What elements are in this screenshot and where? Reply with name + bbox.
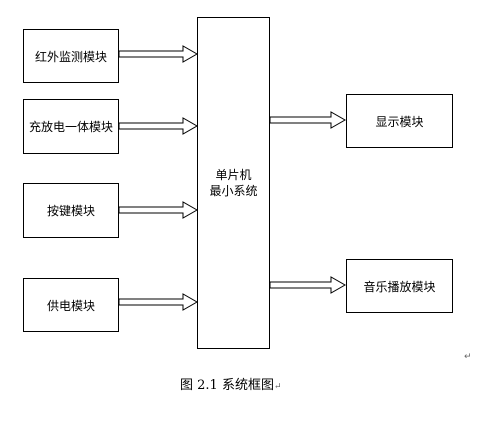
arrow-power-to-mcu	[118, 293, 199, 311]
figure-caption: 图 2.1 系统框图↵	[180, 374, 282, 393]
keys-module-label: 按键模块	[46, 204, 95, 218]
mcu-box: 单片机 最小系统	[197, 17, 270, 349]
infrared-module-box: 红外监测模块	[23, 29, 119, 83]
keys-module-box: 按键模块	[23, 183, 119, 238]
music-module-label: 音乐播放模块	[363, 279, 436, 294]
music-module-box: 音乐播放模块	[346, 259, 453, 313]
caption-text: 图 2.1 系统框图	[180, 378, 274, 393]
display-module-label: 显示模块	[375, 114, 424, 129]
arrow-charge-to-mcu	[118, 117, 199, 135]
mcu-label-line1: 单片机	[215, 168, 252, 182]
arrow-mcu-to-music	[269, 276, 347, 294]
caption-end-mark: ↵	[273, 382, 282, 392]
display-module-box: 显示模块	[346, 94, 453, 148]
mcu-label-line2: 最小系统	[209, 184, 258, 198]
charge-module-box: 充放电一体模块	[23, 99, 119, 154]
power-module-label: 供电模块	[46, 298, 95, 313]
power-module-box: 供电模块	[23, 278, 119, 332]
infrared-module-label: 红外监测模块	[34, 49, 107, 64]
paragraph-mark: ↵	[464, 352, 472, 362]
arrow-mcu-to-display	[269, 111, 347, 129]
arrow-keys-to-mcu	[118, 201, 199, 219]
charge-module-label: 充放电一体模块	[28, 120, 113, 134]
arrow-infrared-to-mcu	[118, 45, 199, 63]
